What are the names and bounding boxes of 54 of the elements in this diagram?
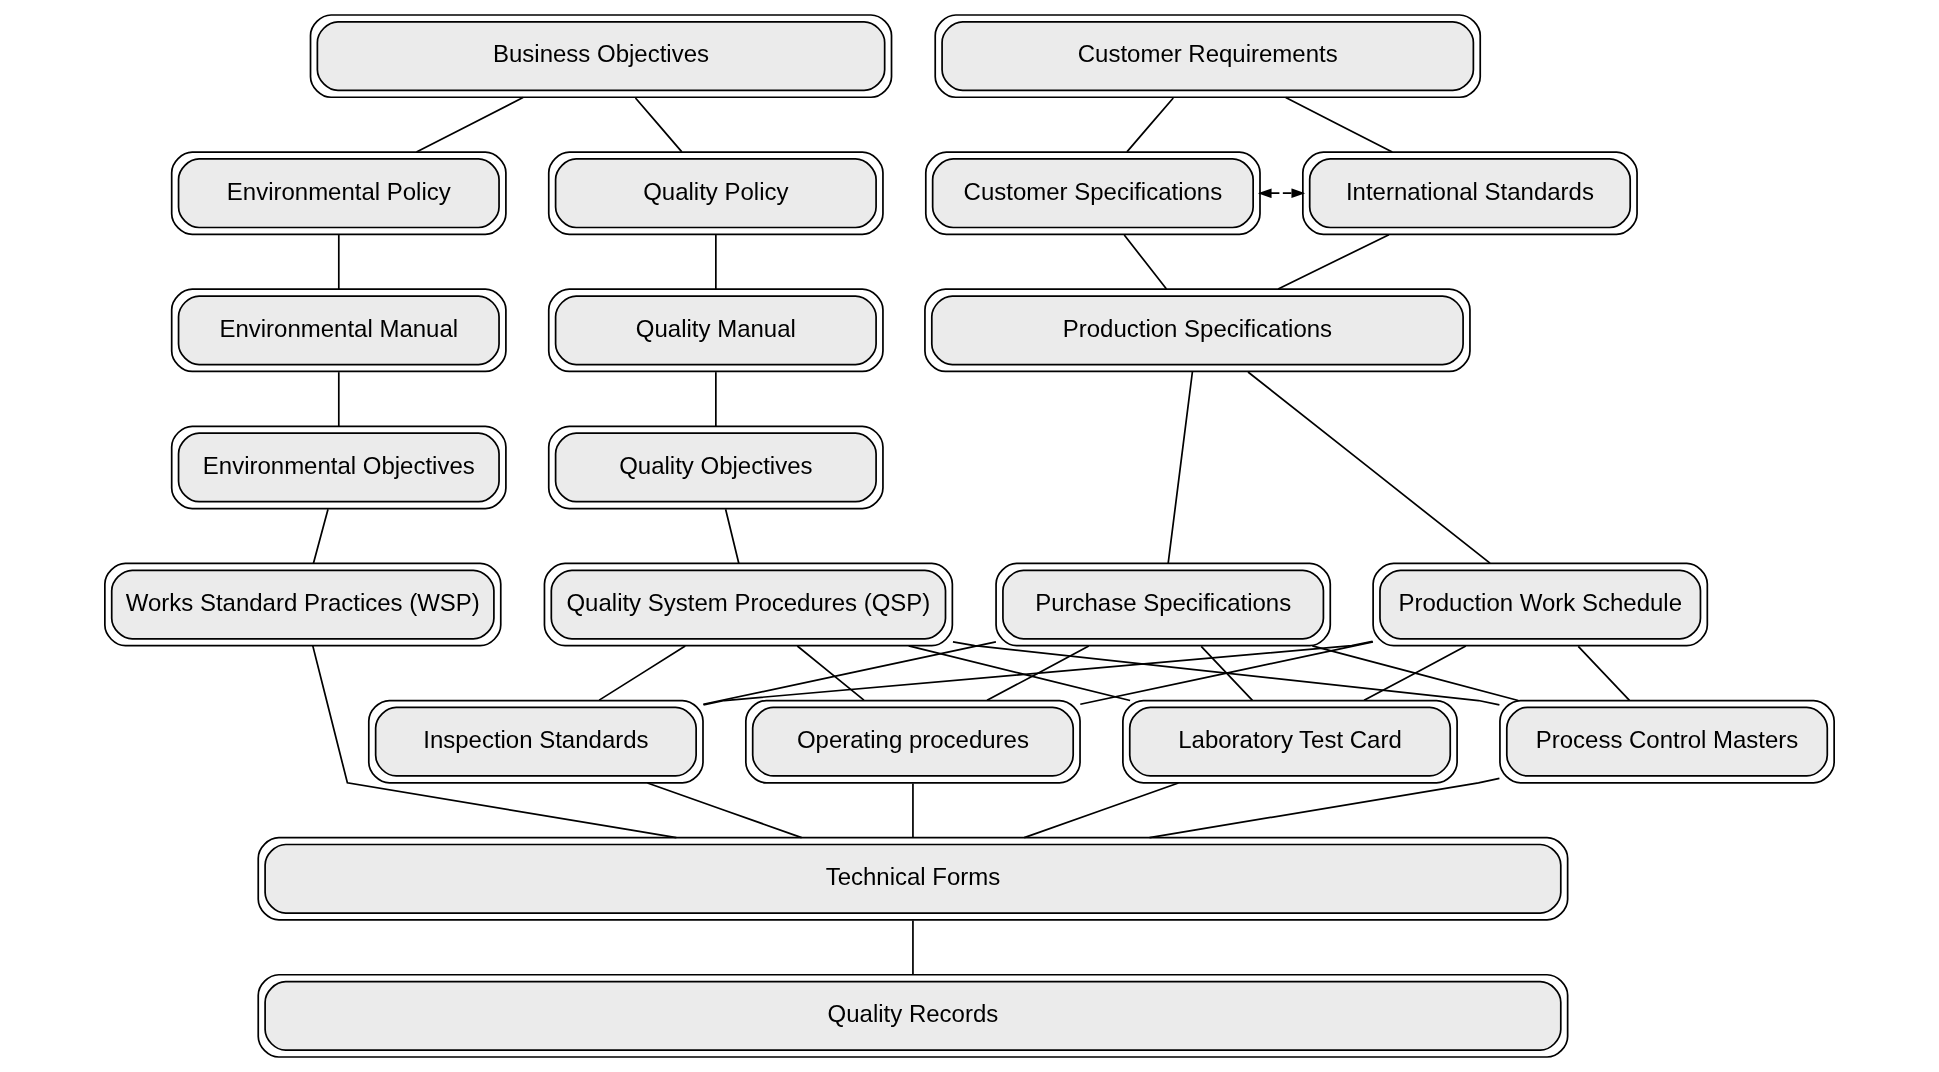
node-box: Customer Specifications [924, 151, 1261, 236]
node-box: Quality Manual [547, 288, 884, 373]
node-box: Quality Objectives [547, 425, 884, 510]
connector [724, 508, 740, 565]
connector [986, 645, 1090, 702]
connector [952, 641, 1501, 706]
connector [702, 641, 997, 706]
connector [796, 645, 865, 701]
connector [598, 645, 687, 701]
node-box: Production Work Schedule [1372, 562, 1709, 647]
connector [1577, 645, 1631, 702]
connector [646, 782, 803, 839]
node-box: Customer Requirements [934, 14, 1482, 99]
connector [634, 97, 683, 153]
node-box: Laboratory Test Card [1122, 699, 1458, 784]
connector [312, 508, 329, 565]
connector [1363, 645, 1467, 702]
node-box: Purchase Specifications [995, 562, 1332, 647]
node-box: Technical Forms [257, 836, 1569, 921]
node-box: Business Objectives [309, 14, 893, 99]
connector [1284, 96, 1394, 153]
connector [415, 96, 524, 153]
connector [1247, 371, 1491, 564]
connector [1126, 97, 1175, 153]
node-box: Quality Records [257, 973, 1569, 1058]
node-box: Process Control Masters [1499, 699, 1835, 784]
node-box: Operating procedures [745, 699, 1081, 784]
connector [715, 234, 717, 290]
node-box: Quality System Procedures (QSP) [543, 562, 954, 647]
node-box: Environmental Manual [170, 288, 507, 373]
connector [1148, 777, 1501, 839]
connector [912, 782, 914, 839]
connector [1079, 641, 1374, 706]
connector [337, 371, 340, 427]
connector [337, 234, 340, 290]
connector [1123, 234, 1168, 290]
connector [912, 919, 914, 976]
connector [311, 645, 678, 839]
node-box: Environmental Policy [170, 151, 507, 236]
connector [1167, 371, 1194, 564]
node-box: Quality Policy [547, 151, 884, 236]
connector [1200, 645, 1254, 702]
node-box: International Standards [1302, 151, 1638, 236]
node-box: Environmental Objectives [170, 425, 507, 510]
connector [715, 371, 717, 427]
connector [1277, 233, 1390, 290]
connector [1023, 782, 1180, 839]
connector [702, 640, 1374, 706]
connector [907, 645, 1131, 702]
connector [1311, 645, 1520, 702]
node-box: Production Specifications [924, 288, 1471, 373]
arrow [1257, 188, 1306, 199]
node-box: Inspection Standards [367, 699, 704, 784]
node-box: Works Standard Practices (WSP) [104, 562, 502, 647]
